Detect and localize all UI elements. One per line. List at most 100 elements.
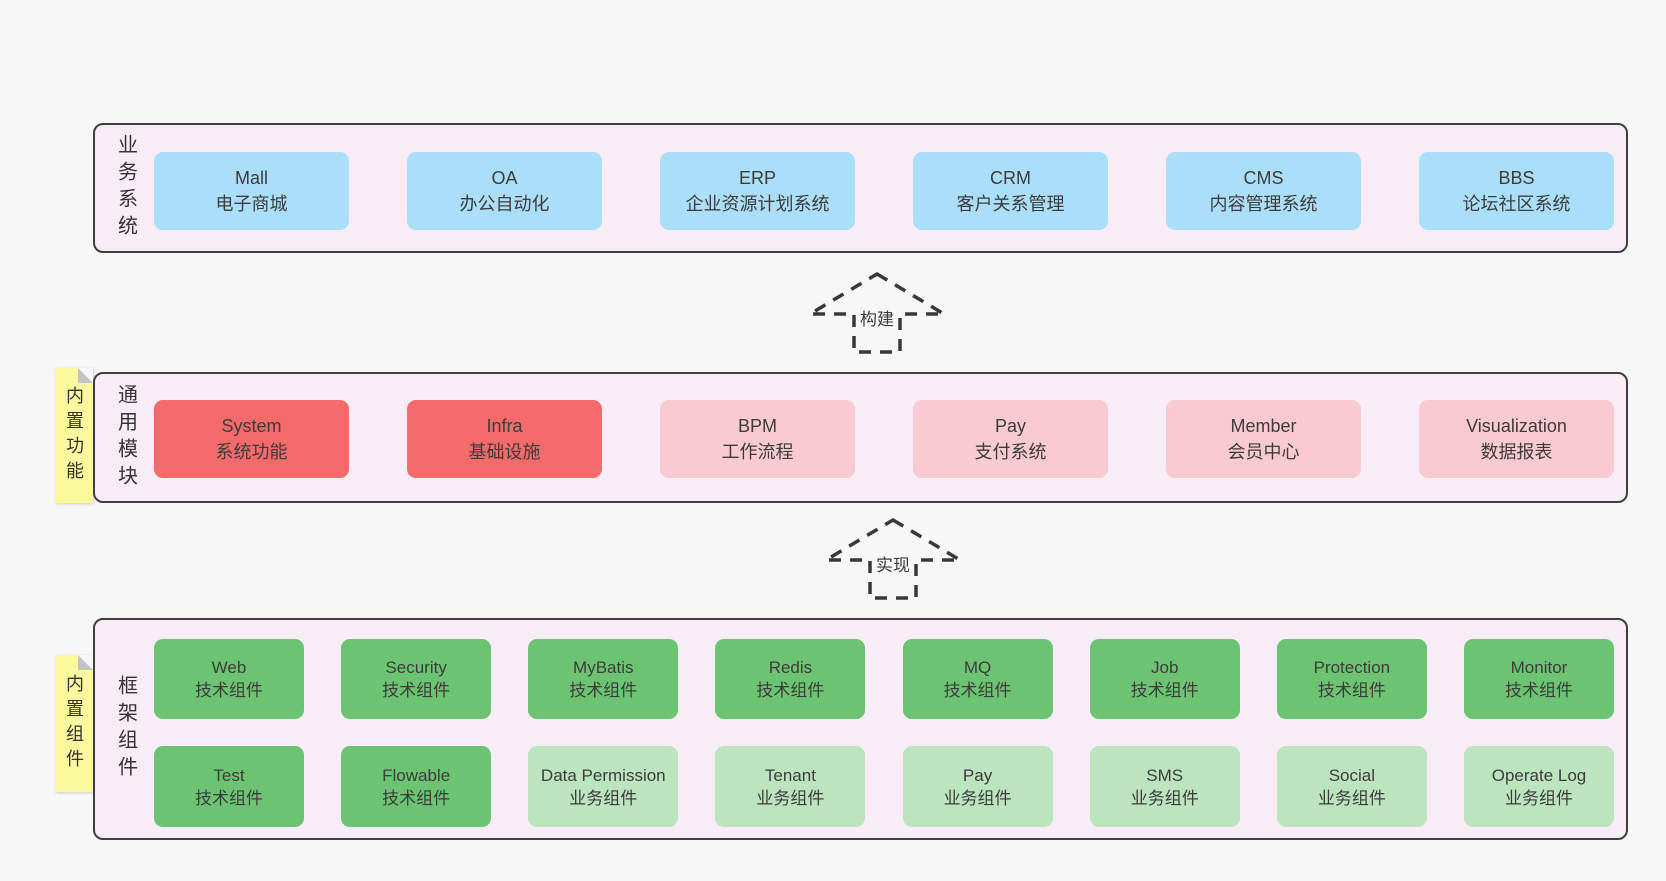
sticky-label-builtin-components: 内置组件 [64, 673, 84, 774]
sticky-label-builtin-features: 内置功能 [64, 385, 84, 486]
module-box-security: Security 技术组件 [341, 639, 492, 719]
module-box-system: System 系统功能 [154, 400, 349, 478]
module-box-test: Test 技术组件 [154, 746, 304, 827]
module-box-mq: MQ 技术组件 [902, 639, 1053, 719]
module-description: 系统功能 [215, 442, 288, 462]
module-description: 技术组件 [756, 681, 825, 700]
module-box-cms: CMS 内容管理系统 [1166, 152, 1361, 230]
module-box-bpm: BPM 工作流程 [660, 400, 855, 478]
layer-label-framework-components: 框架组件 [114, 675, 137, 783]
module-name: Operate Log [1491, 765, 1587, 785]
module-box-monitor: Monitor 技术组件 [1463, 639, 1614, 719]
module-name: Mall [234, 168, 268, 188]
arrow-build-label: 构建 [856, 305, 898, 330]
module-name: Pay [962, 765, 993, 785]
module-description: 内容管理系统 [1209, 194, 1318, 214]
module-box-erp: ERP 企业资源计划系统 [660, 152, 855, 230]
folded-corner-icon [78, 368, 93, 383]
module-box-operate-log: Operate Log 业务组件 [1463, 746, 1614, 827]
module-name: MQ [963, 658, 992, 677]
module-box-mall: Mall 电子商城 [154, 152, 349, 230]
module-name: Member [1230, 416, 1297, 436]
module-description: 业务组件 [1317, 788, 1386, 808]
module-name: BPM [737, 416, 777, 436]
module-description: 电子商城 [215, 194, 288, 214]
module-box-infra: Infra 基础设施 [407, 400, 602, 478]
module-box-bbs: BBS 论坛社区系统 [1419, 152, 1614, 230]
module-description: 会员中心 [1227, 442, 1300, 462]
module-name: SMS [1146, 765, 1184, 785]
module-description: 技术组件 [382, 788, 451, 808]
module-name: Infra [486, 416, 523, 436]
module-box-protection: Protection 技术组件 [1276, 639, 1427, 719]
module-name: Pay [994, 416, 1027, 436]
arrow-build: 构建 [807, 271, 947, 355]
module-box-mybatis: MyBatis 技术组件 [528, 639, 679, 719]
module-box-visualization: Visualization 数据报表 [1419, 400, 1614, 478]
module-name: Social [1328, 765, 1375, 785]
module-box-oa: OA 办公自动化 [407, 152, 602, 230]
module-name: Security [385, 658, 447, 677]
layer-label-business-systems: 业务系统 [114, 134, 137, 242]
module-box-pay: Pay 业务组件 [902, 746, 1053, 827]
module-name: OA [491, 168, 518, 188]
module-description: 企业资源计划系统 [685, 194, 830, 214]
module-name: BBS [1498, 168, 1535, 188]
module-description: 技术组件 [943, 681, 1012, 700]
module-description: 技术组件 [382, 681, 451, 700]
module-name: Web [211, 658, 247, 677]
folded-corner-icon [78, 655, 93, 670]
layer-business-systems: 业务系统 Mall 电子商城 OA 办公自动化 ERP 企业资源计划系统 CRM 客户关系管理… [93, 123, 1628, 253]
sticky-note-builtin-components: 内置组件 [55, 655, 93, 792]
module-description: 客户关系管理 [956, 194, 1065, 214]
module-description: 工作流程 [721, 442, 794, 462]
module-name: MyBatis [573, 658, 634, 677]
module-description: 业务组件 [569, 788, 638, 808]
module-name: Job [1150, 658, 1179, 677]
module-name: Tenant [764, 765, 816, 785]
module-name: System [221, 416, 282, 436]
module-box-data-permission: Data Permission 业务组件 [528, 746, 679, 827]
module-name: Data Permission [540, 765, 666, 785]
module-description: 业务组件 [943, 788, 1012, 808]
module-description: 技术组件 [1504, 681, 1573, 700]
module-description: 基础设施 [468, 442, 541, 462]
module-box-web: Web 技术组件 [154, 639, 304, 719]
module-name: ERP [738, 168, 776, 188]
module-box-member: Member 会员中心 [1166, 400, 1361, 478]
module-description: 数据报表 [1480, 442, 1553, 462]
dashed-up-arrow-icon [823, 517, 963, 600]
module-description: 论坛社区系统 [1462, 194, 1571, 214]
module-description: 办公自动化 [459, 194, 550, 214]
module-description: 技术组件 [1317, 681, 1386, 700]
dashed-up-arrow-icon [807, 271, 947, 354]
arrow-implement: 实现 [823, 517, 963, 601]
sticky-note-builtin-features: 内置功能 [55, 368, 93, 503]
module-description: 技术组件 [195, 681, 263, 700]
module-box-redis: Redis 技术组件 [715, 639, 866, 719]
box-row-business-systems: Mall 电子商城 OA 办公自动化 ERP 企业资源计划系统 CRM 客户关系管理 CMS 内容… [154, 152, 1614, 230]
module-description: 技术组件 [569, 681, 638, 700]
module-name: Protection [1313, 658, 1391, 677]
module-name: Redis [768, 658, 813, 677]
module-description: 业务组件 [1504, 788, 1573, 808]
module-name: Visualization [1466, 416, 1567, 436]
module-box-social: Social 业务组件 [1276, 746, 1427, 827]
layer-label-common-modules: 通用模块 [114, 383, 137, 492]
module-description: 业务组件 [756, 788, 825, 808]
module-name: CMS [1243, 168, 1284, 188]
module-name: Monitor [1510, 658, 1568, 677]
module-name: Test [213, 765, 245, 785]
module-box-crm: CRM 客户关系管理 [913, 152, 1108, 230]
module-description: 技术组件 [195, 788, 263, 808]
module-name: CRM [990, 168, 1031, 188]
